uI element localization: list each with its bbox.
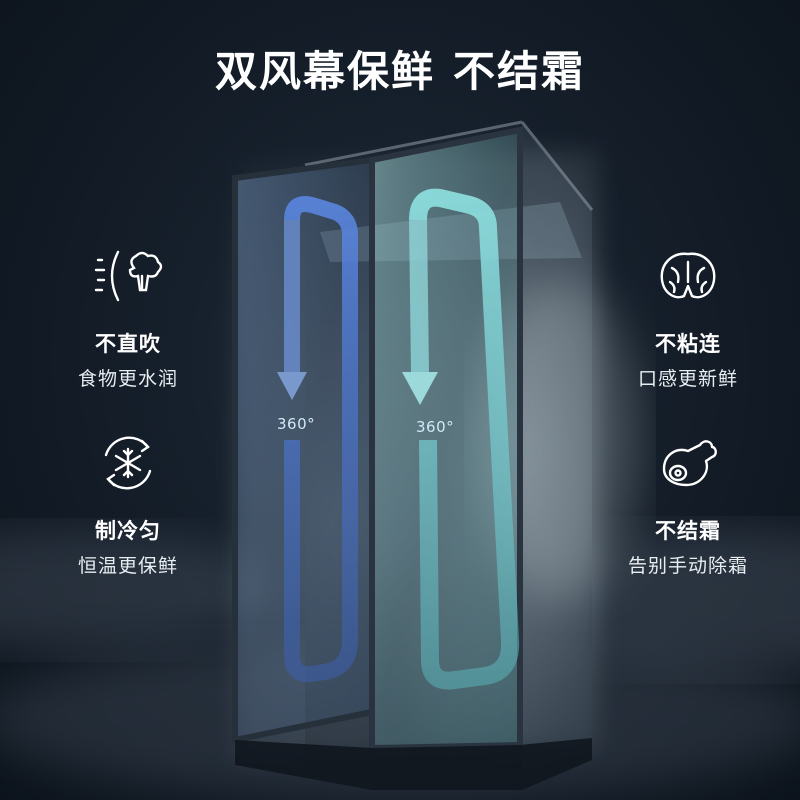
feature-title: 不直吹	[95, 332, 161, 356]
feature-title: 制冷匀	[95, 519, 161, 543]
feature-subtitle: 恒温更保鲜	[77, 555, 178, 577]
meat-drumstick-icon	[662, 440, 717, 487]
fish-steak-icon	[660, 252, 716, 299]
page-title: 双风幕保鲜不结霜	[0, 38, 800, 99]
snowflake-cycle-icon	[104, 436, 152, 490]
feature-even-cooling: 制冷匀 恒温更保鲜	[48, 425, 208, 578]
feature-frost-free: 不结霜 告别手动除霜	[608, 425, 768, 578]
feature-subtitle: 食物更水润	[77, 368, 178, 390]
feature-no-sticking: 不粘连 口感更新鲜	[608, 238, 768, 391]
title-part-1: 双风幕保鲜	[214, 47, 435, 96]
feature-title: 不结霜	[655, 519, 721, 543]
right-airflow-angle-label: 360°	[416, 418, 455, 436]
title-part-2: 不结霜	[453, 47, 586, 96]
feature-subtitle: 口感更新鲜	[637, 368, 738, 390]
feature-no-direct-blow: 不直吹 食物更水润	[48, 238, 208, 391]
feature-subtitle: 告别手动除霜	[627, 555, 748, 577]
feature-title: 不粘连	[655, 332, 721, 356]
left-airflow-angle-label: 360°	[277, 415, 316, 433]
broccoli-airflow-icon	[94, 250, 163, 302]
